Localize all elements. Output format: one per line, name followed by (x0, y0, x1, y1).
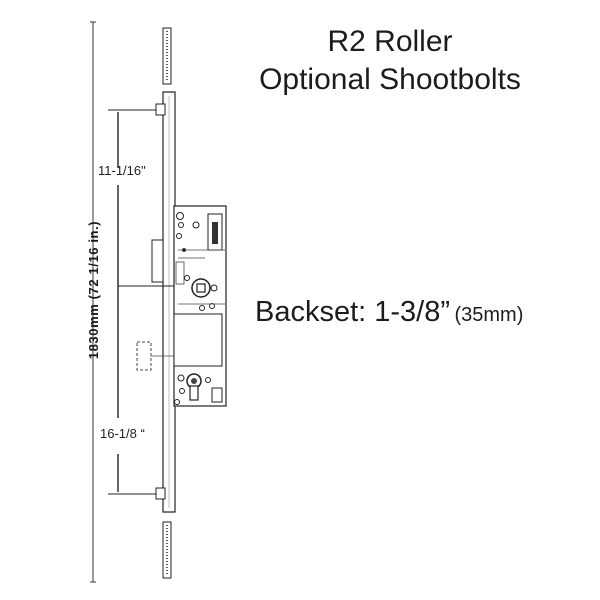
upper-offset-label: 11-1/16" (98, 163, 146, 178)
gearbox-case (136, 205, 227, 407)
title-line-2: Optional Shootbolts (259, 63, 521, 96)
top-shootbolt (162, 27, 172, 85)
backset-value: Backset: 1-3/8” (255, 296, 451, 328)
top-roller (108, 103, 166, 168)
bottom-shootbolt (162, 521, 172, 579)
lower-offset-label: 16-1/8 “ (100, 426, 145, 441)
backset-metric: (35mm) (454, 304, 524, 326)
bottom-roller (108, 454, 166, 500)
title-line-1: R2 Roller (327, 25, 453, 58)
backset-label: Backset: 1-3/8” (35mm) (255, 296, 523, 329)
total-length-label: 1830mm (72 1/16 in.) (86, 220, 101, 360)
